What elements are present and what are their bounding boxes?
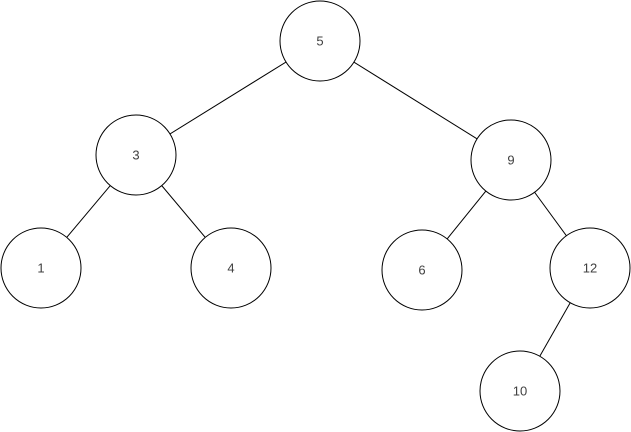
node-circle[interactable] [279, 0, 361, 82]
node-circle[interactable] [479, 350, 561, 432]
node-circle[interactable] [0, 227, 82, 309]
node-circle[interactable] [190, 227, 272, 309]
tree-node-10[interactable]: 10 [479, 350, 561, 432]
node-circle[interactable] [549, 227, 631, 309]
node-circle[interactable] [95, 114, 177, 196]
tree-node-5[interactable]: 5 [279, 0, 361, 82]
tree-node-12[interactable]: 12 [549, 227, 631, 309]
tree-node-9[interactable]: 9 [470, 119, 552, 201]
node-circle[interactable] [381, 229, 463, 311]
tree-node-1[interactable]: 1 [0, 227, 82, 309]
tree-node-4[interactable]: 4 [190, 227, 272, 309]
tree-node-6[interactable]: 6 [381, 229, 463, 311]
tree-node-3[interactable]: 3 [95, 114, 177, 196]
node-circle[interactable] [470, 119, 552, 201]
